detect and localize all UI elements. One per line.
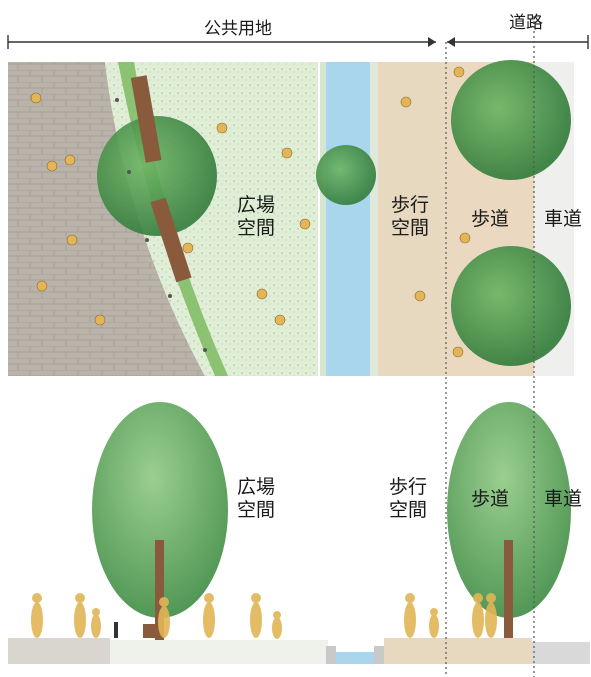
plan-view (8, 60, 574, 376)
plan-plaza-label: 広場 空間 (236, 194, 275, 239)
public-land-label: 公共用地 (204, 19, 272, 39)
plan-walk-label: 歩行 空間 (390, 194, 429, 239)
section-roadway-label: 車道 (543, 488, 582, 510)
section-plaza-label: 広場 空間 (236, 476, 275, 521)
header-dimensions (7, 35, 589, 49)
section-view (8, 402, 590, 664)
plan-sidewalk-label: 歩道 (470, 208, 509, 230)
section-sidewalk-label: 歩道 (470, 488, 509, 510)
plan-roadway-label: 車道 (543, 208, 582, 230)
section-walk-label: 歩行 空間 (388, 476, 427, 521)
